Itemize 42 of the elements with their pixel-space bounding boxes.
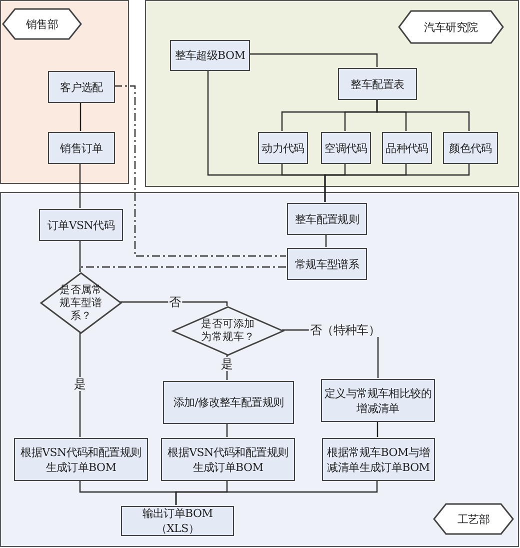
department-tag: 销售部 <box>3 9 81 39</box>
connector-line <box>376 99 470 131</box>
connector-line <box>80 102 82 131</box>
process-box: 销售订单 <box>48 132 115 164</box>
process-box: 输出订单BOM（XLS） <box>121 506 234 536</box>
edge-label: 是 <box>73 377 87 391</box>
connector-line <box>324 163 470 202</box>
process-box: 根据VSN代码和配置规则生成订单BOM <box>161 438 295 481</box>
connector-line <box>325 234 327 247</box>
process-box: 整车超级BOM <box>170 40 250 71</box>
connector-line <box>79 163 81 208</box>
connector-line <box>79 332 81 437</box>
process-box: 添加/修改整车配置规则 <box>163 381 294 424</box>
process-box: 根据VSN代码和配置规则生成订单BOM <box>14 438 148 481</box>
process-box: 整车配置规则 <box>287 203 367 235</box>
process-box: 颜色代码 <box>443 132 498 164</box>
connector-line <box>226 423 228 437</box>
decision-diamond: 是否属常规车型谱系？ <box>41 273 121 333</box>
department-tag: 汽车研究院 <box>399 11 503 43</box>
process-box: 品种代码 <box>382 132 432 164</box>
edge-label: 是 <box>220 357 234 371</box>
process-box: 客户选配 <box>48 71 115 103</box>
process-box: 空调代码 <box>321 132 371 164</box>
connector-line <box>376 421 378 437</box>
department-tag: 工艺部 <box>434 504 513 534</box>
department-panel <box>0 0 129 184</box>
process-box: 根据常规车BOM与增减清单生成订单BOM <box>322 438 435 481</box>
process-box: 整车配置表 <box>338 68 417 100</box>
connector-line <box>79 240 81 272</box>
connector-line <box>114 85 286 257</box>
decision-diamond: 是否可添加为常规车？ <box>173 307 283 355</box>
edge-label: 否 <box>168 295 182 309</box>
process-box: 订单VSN代码 <box>39 209 123 241</box>
edge-label: 否（特种车） <box>308 323 382 337</box>
process-box: 动力代码 <box>258 132 308 164</box>
connector-line <box>120 301 228 306</box>
process-box: 常规车型谱系 <box>287 248 367 280</box>
department-panel <box>145 0 519 187</box>
department-panel <box>0 192 519 547</box>
process-box: 定义与常规车相比较的增减清单 <box>321 379 435 422</box>
connector-line <box>249 53 378 67</box>
connector-line <box>175 480 378 505</box>
